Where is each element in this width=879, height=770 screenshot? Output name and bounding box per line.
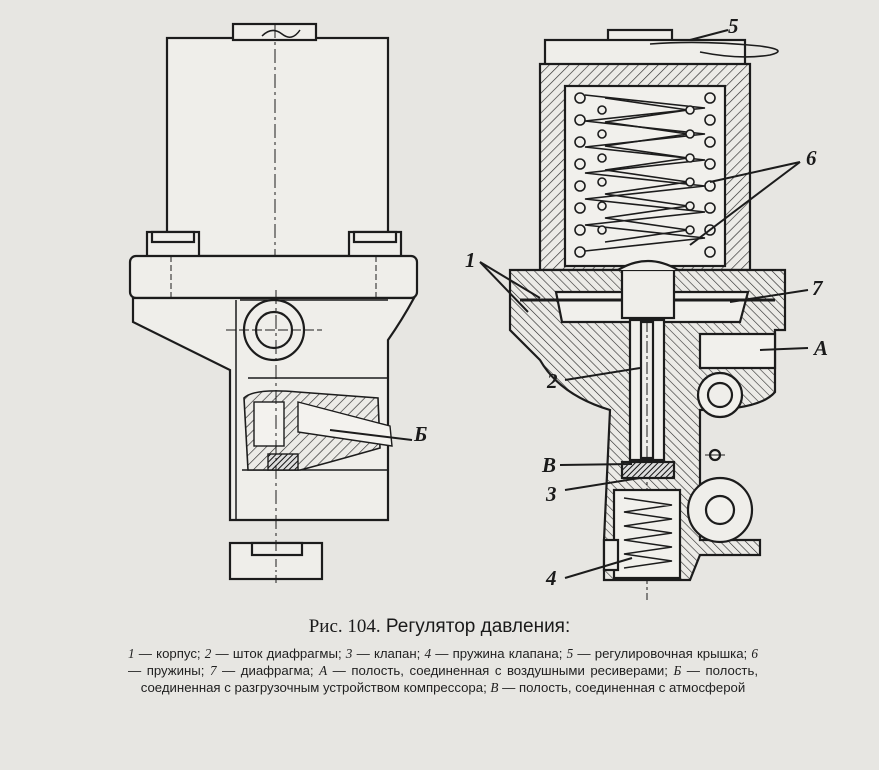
callout-B: Б bbox=[414, 422, 428, 446]
legend-item: А — полость, соединенная с воздушными ре… bbox=[319, 663, 674, 678]
leader-lines bbox=[479, 29, 809, 579]
callout-5: 5 bbox=[728, 14, 739, 38]
figure-caption: Рис. 104. Регулятор давления: bbox=[0, 616, 879, 638]
legend-item: 1 — корпус; bbox=[128, 646, 205, 661]
legend-item: 3 — клапан; bbox=[345, 646, 425, 661]
figure-label: Рис. 104. bbox=[308, 616, 381, 637]
cross-section-view bbox=[508, 28, 787, 600]
legend-item: 6 — пружины; bbox=[128, 646, 758, 678]
legend-item: 2 — шток диафрагмы; bbox=[204, 646, 346, 661]
callout-7: 7 bbox=[812, 276, 823, 300]
legend-item: Б — полость, соединенная с разгрузочным … bbox=[140, 663, 759, 695]
legend-item: 5 — регулировочная крышка; bbox=[566, 646, 752, 661]
callout-2: 2 bbox=[547, 369, 558, 393]
legend-item: 4 — пружина клапана; bbox=[424, 646, 567, 661]
figure-legend: 1 — корпус; 2 — шток диафрагмы; 3 — клап… bbox=[128, 645, 758, 696]
figure-title: Регулятор давления: bbox=[385, 616, 571, 637]
callout-4: 4 bbox=[546, 566, 557, 590]
callout-A: А bbox=[814, 336, 829, 360]
callout-V: В bbox=[542, 453, 557, 477]
external-view bbox=[128, 22, 419, 585]
callout-3: 3 bbox=[546, 482, 557, 506]
callout-6: 6 bbox=[806, 146, 817, 170]
legend-item: В — полость, соединенная с атмосферой bbox=[490, 680, 746, 695]
callout-1: 1 bbox=[465, 248, 476, 272]
legend-item: 7 — диафрагма; bbox=[209, 663, 320, 678]
